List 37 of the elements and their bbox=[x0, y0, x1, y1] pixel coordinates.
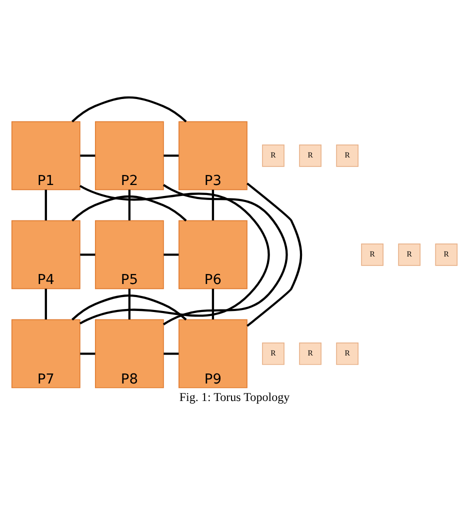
node-box: R bbox=[361, 244, 384, 266]
connector bbox=[164, 254, 179, 256]
connector bbox=[80, 184, 270, 324]
node-box: R bbox=[435, 244, 458, 266]
node-box: P2 bbox=[94, 121, 164, 190]
connector bbox=[80, 254, 96, 256]
caption: Fig. 1: Torus Topology bbox=[179, 390, 290, 404]
connector bbox=[164, 352, 179, 355]
node-box: P8 bbox=[94, 319, 164, 388]
node-box: P4 bbox=[11, 220, 80, 290]
connector bbox=[128, 288, 131, 320]
connector bbox=[72, 96, 187, 122]
node-box: P3 bbox=[178, 121, 248, 190]
connector bbox=[72, 294, 187, 320]
node-box: R bbox=[299, 144, 322, 167]
node-box: P5 bbox=[94, 220, 164, 290]
connector bbox=[212, 190, 214, 220]
connector bbox=[246, 182, 302, 327]
connector bbox=[128, 190, 131, 220]
node-box: R bbox=[262, 144, 284, 167]
connector bbox=[162, 184, 288, 326]
node-box: R bbox=[299, 342, 322, 365]
node-box: P1 bbox=[11, 121, 80, 190]
connector bbox=[80, 154, 96, 157]
connector bbox=[44, 288, 47, 320]
connector bbox=[80, 352, 96, 355]
node-box: P6 bbox=[178, 220, 248, 290]
node-box: R bbox=[398, 244, 421, 266]
connector bbox=[212, 288, 214, 320]
node-box: R bbox=[336, 342, 359, 365]
node-box: R bbox=[262, 342, 284, 365]
connector bbox=[164, 154, 179, 157]
node-box: P7 bbox=[11, 319, 80, 388]
node-box: P9 bbox=[178, 319, 248, 388]
connector bbox=[72, 195, 187, 222]
connector bbox=[44, 190, 47, 220]
node-box: R bbox=[336, 144, 359, 167]
